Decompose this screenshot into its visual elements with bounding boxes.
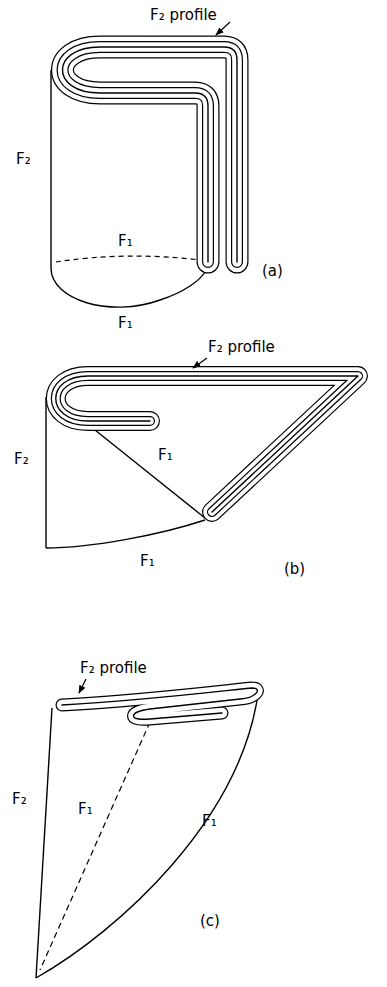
fold-label: F₂ xyxy=(12,790,27,808)
fold-profile xyxy=(62,688,257,719)
profile-label: F₂ profile xyxy=(80,659,147,677)
fold-surface-line xyxy=(36,708,52,978)
fold-surface-line xyxy=(45,397,46,548)
fold-surface-line xyxy=(95,430,205,518)
fold-profile xyxy=(63,47,238,262)
fold-label: F₁ xyxy=(118,314,133,332)
fold-profile xyxy=(62,688,257,719)
hidden-line xyxy=(40,722,150,970)
figure-label: (a) xyxy=(262,262,283,280)
fold-surface-line xyxy=(36,694,258,978)
fold-profile xyxy=(56,376,358,512)
fold-surface-line xyxy=(46,520,205,548)
fold-c xyxy=(36,679,258,978)
fold-surface-line xyxy=(50,70,51,268)
leader-line xyxy=(216,22,230,35)
fold-label: F₁ xyxy=(78,800,93,818)
fold-label: F₁ xyxy=(118,232,133,250)
fold-b xyxy=(46,358,358,548)
figure-label: (b) xyxy=(284,560,305,578)
fold-profile xyxy=(63,47,238,262)
profile-label: F₂ profile xyxy=(208,338,275,356)
fold-profile xyxy=(63,47,238,262)
leader-line xyxy=(79,679,86,693)
fold-profile xyxy=(62,688,257,719)
leader-line xyxy=(193,358,207,368)
fold-label: F₁ xyxy=(158,446,173,464)
fold-profile xyxy=(56,376,358,512)
fold-profile xyxy=(56,376,358,512)
fold-label: F₁ xyxy=(202,812,217,830)
fold-profile xyxy=(56,376,358,512)
fold-profile xyxy=(63,47,238,262)
fold-label: F₂ xyxy=(14,450,29,468)
fold-surface-line xyxy=(51,268,205,307)
fold-label: F₁ xyxy=(140,552,155,570)
profile-label: F₂ profile xyxy=(150,6,217,24)
fold-a xyxy=(51,22,237,307)
hidden-line xyxy=(56,256,200,262)
figure-label: (c) xyxy=(200,912,220,930)
fold-profile xyxy=(63,47,238,262)
fold-profile xyxy=(56,376,358,512)
fold-label: F₂ xyxy=(16,150,31,168)
